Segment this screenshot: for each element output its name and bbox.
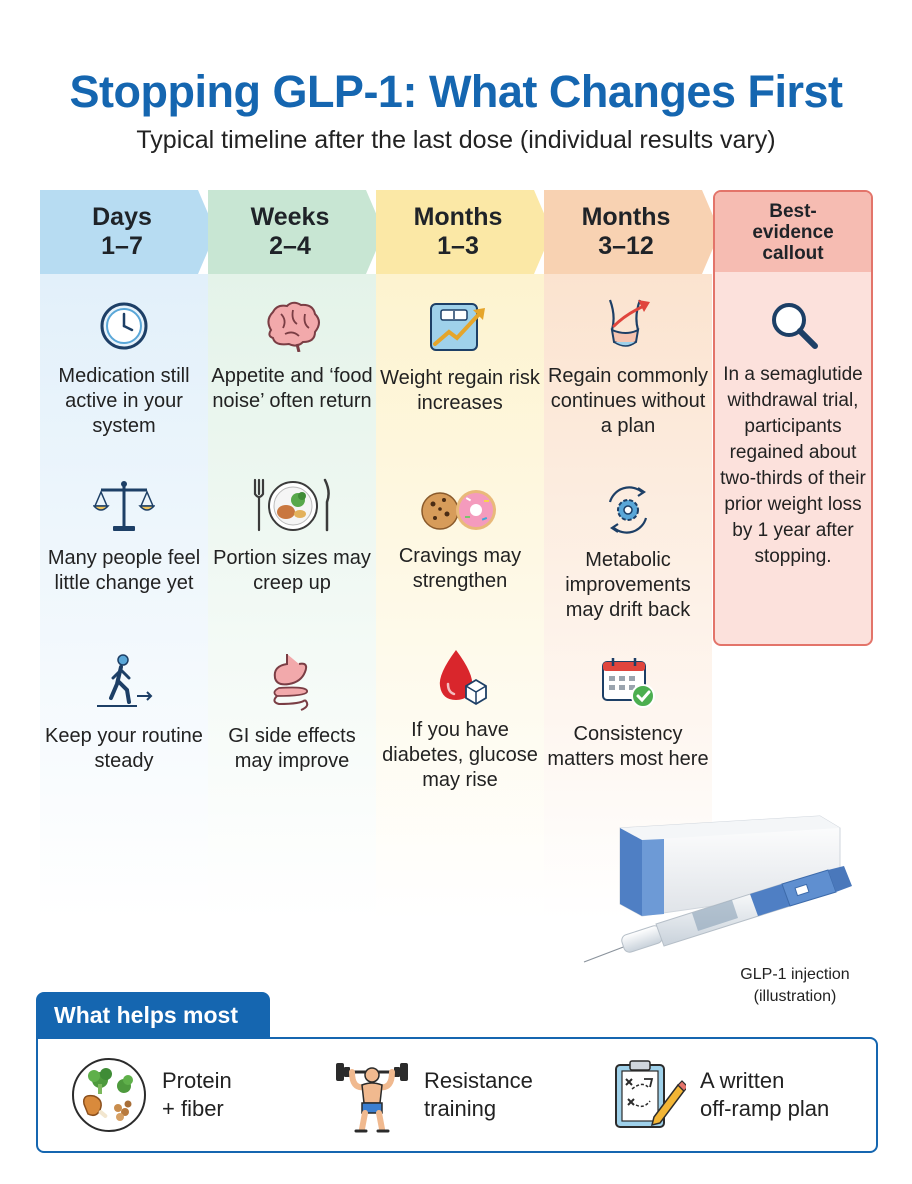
timeline-item: Consistency matters most here [544,654,712,772]
callout-text: In a semaglutide withdrawal trial, parti… [720,364,866,567]
scale-trend-up-icon [430,303,485,351]
column-header: Weeks 2–4 [208,190,384,274]
timeline-item: Keep your routine steady [40,652,208,774]
page-subtitle: Typical timeline after the last dose (in… [136,126,776,154]
column-header: Months 3–12 [544,190,720,274]
cookie-donut-icon [421,490,496,530]
timeline-column-months-3-12: Months 3–12 Regain commonly continues wi… [544,190,720,920]
column-header-line2: 2–4 [269,232,311,260]
timeline: Days 1–7 Medication still active in your… [40,190,880,930]
timeline-item-text: Medication still active in your system [58,365,190,437]
column-header: Days 1–7 [40,190,216,274]
timeline-item: Appetite and ‘food noise’ often return [208,300,376,414]
waist-arrow-up-icon [608,299,650,347]
timeline-column-weeks: Weeks 2–4 Appetite and ‘food noise’ ofte… [208,190,384,920]
column-body [376,274,544,920]
column-body [40,274,208,920]
balance-scale-icon [93,481,155,531]
timeline-item-text: Weight regain risk increases [380,367,540,414]
timeline-item-text: Many people feel little change yet [47,547,201,594]
timeline-item-text: Consistency matters most here [547,723,709,770]
timeline-item-text: Regain commonly continues without a plan [547,365,709,437]
timeline-column-days: Days 1–7 Medication still active in your… [40,190,216,920]
timeline-item: Medication still active in your system [40,300,208,439]
column-header: Months 1–3 [376,190,552,274]
helps-item: Protein + fiber [70,1039,232,1151]
column-header-line2: 3–12 [598,232,654,260]
page-title: Stopping GLP-1: What Changes First [69,66,843,117]
protein-fiber-icon [72,1058,146,1132]
injection-pen-illustration [583,815,852,963]
stomach-icon [273,654,309,711]
column-header-line1: Days [92,203,152,231]
caption-line2: (illustration) [753,988,837,1005]
clipboard-plan-icon [615,1060,686,1128]
helps-item-label: A written off-ramp plan [700,1067,829,1123]
plate-icon [253,478,330,532]
helps-label-line2: training [424,1096,497,1121]
timeline-item: Metabolic improvements may drift back [544,484,712,623]
column-body [208,274,376,920]
helps-title: What helps most [36,992,270,1038]
callout-header-line2: evidence [752,221,834,243]
timeline-column-months-1-3: Months 1–3 Weight regain risk increases [376,190,552,920]
helps-label-line1: Resistance [424,1068,533,1093]
helps-panel: Protein + fiber Resistance training [36,1037,878,1153]
timeline-item-text: Portion sizes may creep up [213,547,371,594]
timeline-item-text: Keep your routine steady [45,725,203,772]
column-header-line1: Weeks [250,203,330,231]
timeline-item-text: Appetite and ‘food noise’ often return [211,365,373,412]
weightlifter-icon [336,1063,408,1133]
helps-label-line2: off-ramp plan [700,1096,830,1121]
timeline-item: Regain commonly continues without a plan [544,296,712,439]
callout-header: Best- evidence callout [715,192,871,272]
caption-line1: GLP-1 injection [740,966,850,983]
illustration-caption: GLP-1 injection (illustration) [715,964,875,1008]
column-header-line2: 1–7 [101,232,143,260]
column-body [544,274,712,920]
column-header-line2: 1–3 [437,232,479,260]
blood-drop-sugar-icon [439,650,487,706]
timeline-item: GI side effects may improve [208,652,376,774]
brain-icon [267,301,320,352]
helps-label-line2: + fiber [162,1096,224,1121]
walking-person-icon [97,654,153,707]
timeline-item: Portion sizes may creep up [208,476,376,596]
clock-icon [100,302,148,350]
column-header-line1: Months [581,203,671,231]
callout-header-line3: callout [762,242,824,264]
helps-label-line1: Protein [162,1068,232,1093]
column-header-line1: Months [413,203,503,231]
timeline-item-text: Metabolic improvements may drift back [565,549,691,621]
helps-item: Resistance training [334,1039,533,1151]
timeline-item: Cravings may strengthen [376,486,544,594]
timeline-item-text: GI side effects may improve [228,725,356,772]
timeline-item: Weight regain risk increases [376,298,544,416]
helps-item-label: Resistance training [424,1067,533,1123]
timeline-item: Many people feel little change yet [40,476,208,596]
callout-header-line1: Best- [769,200,817,222]
timeline-item: If you have diabetes, glucose may rise [376,648,544,793]
timeline-item-text: Cravings may strengthen [398,545,522,592]
helps-label-line1: A written [700,1068,785,1093]
timeline-item-text: If you have diabetes, glucose may rise [382,719,538,791]
magnifier-icon [772,303,818,349]
evidence-callout: Best- evidence callout In a semaglutide … [713,190,873,646]
helps-item: A written off-ramp plan [610,1039,829,1151]
calendar-check-icon [602,658,655,708]
metabolism-gear-icon [608,486,648,534]
helps-item-label: Protein + fiber [162,1067,232,1123]
